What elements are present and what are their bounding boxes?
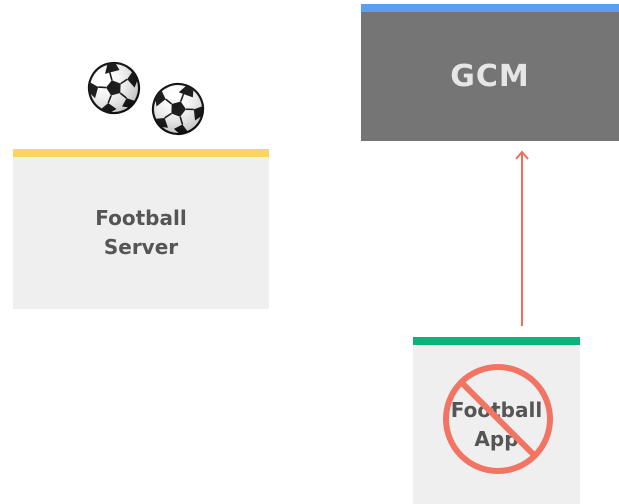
app-accent-bar [413, 337, 580, 345]
soccer-ball-icon [82, 56, 146, 120]
prohibited-icon [443, 364, 553, 474]
soccer-ball-icon [144, 75, 212, 143]
app-to-gcm-arrow [515, 150, 529, 326]
gcm-node: GCM [361, 4, 619, 141]
server-label: Football Server [95, 206, 187, 259]
gcm-label: GCM [450, 58, 530, 94]
gcm-accent-bar [361, 4, 619, 12]
football-server-node: Football Server [13, 149, 269, 309]
server-accent-bar [13, 149, 269, 157]
